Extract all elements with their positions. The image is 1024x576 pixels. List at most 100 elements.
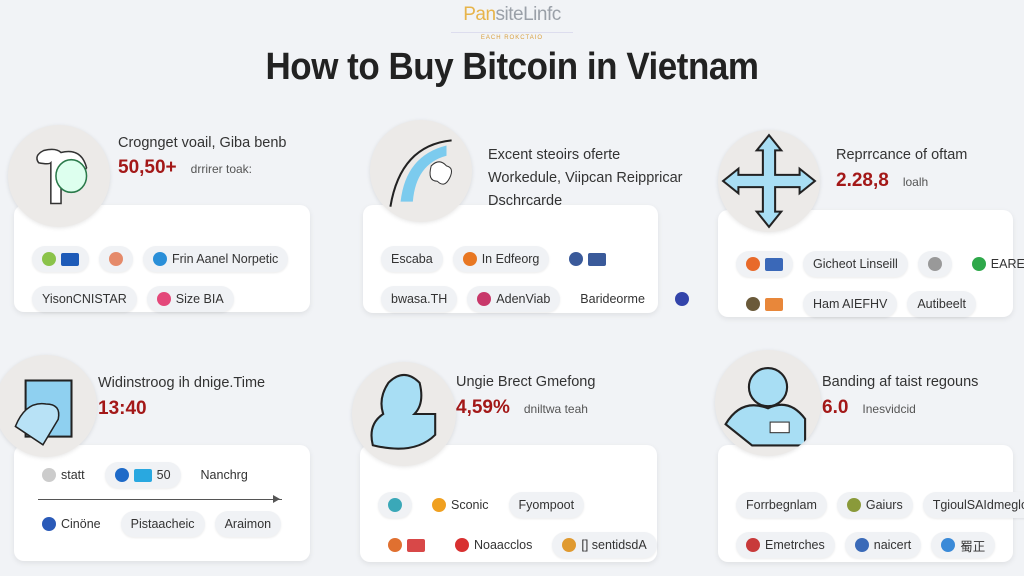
chip-label: Cinöne bbox=[61, 517, 101, 531]
chip-label: YisonCNISTAR bbox=[42, 292, 127, 306]
chip[interactable]: Nanchrg bbox=[191, 462, 258, 488]
chip[interactable]: Gicheot Linseill bbox=[803, 251, 908, 277]
chip[interactable]: Autibeelt bbox=[907, 291, 976, 317]
chip[interactable] bbox=[665, 286, 699, 312]
chip-row: Sconic Fyompoot bbox=[378, 489, 639, 521]
chip[interactable]: bwasa.TH bbox=[381, 286, 458, 312]
chip-logo-icon bbox=[562, 538, 577, 552]
chip-logo-icon bbox=[432, 498, 446, 512]
chip-logo-icon bbox=[42, 252, 56, 266]
logo-name-a: Pan bbox=[463, 4, 496, 25]
logo-tagline: EACH ROKCTAIO bbox=[450, 32, 574, 41]
chip[interactable]: Frin Aanel Norpetic bbox=[143, 246, 289, 272]
page-title: How to Buy Bitcoin in Vietnam bbox=[265, 46, 759, 88]
chip-logo-icon bbox=[971, 257, 986, 271]
chip-label: Ham AIEFHV bbox=[813, 297, 888, 311]
chip-row: Gicheot Linseill EARER bbox=[736, 248, 1024, 280]
chip[interactable]: In Edfeorg bbox=[452, 246, 550, 272]
chip-logo-icon bbox=[765, 257, 783, 271]
chip[interactable] bbox=[559, 246, 616, 272]
chip-label: Frin Aanel Norpetic bbox=[172, 252, 279, 266]
chip[interactable]: YisonCNISTAR bbox=[32, 286, 137, 312]
chip[interactable]: [] sentidsdA bbox=[552, 532, 657, 558]
chip-label: Sconic bbox=[451, 498, 489, 512]
chip-label: Barideorme bbox=[580, 292, 645, 306]
card-title-line: Workedule, Viipcan Reippricar bbox=[488, 170, 683, 186]
card-title: Ungie Brect Gmefong bbox=[456, 371, 595, 394]
chip-logo-icon bbox=[854, 538, 869, 552]
chip-logo-icon bbox=[746, 538, 760, 552]
card-panel: Escaba In Edfeorg bwasa.TH AdenViab Barideor… bbox=[363, 205, 689, 313]
chip-logo-icon bbox=[746, 257, 760, 271]
chip-logo-icon bbox=[114, 468, 129, 482]
chip-logo-icon bbox=[109, 252, 123, 266]
chip-label: Fyompoot bbox=[518, 498, 575, 512]
chip-logo-icon bbox=[133, 468, 152, 482]
chip[interactable] bbox=[917, 251, 952, 277]
chip-logo-icon bbox=[61, 252, 79, 266]
chip-logo-icon bbox=[765, 297, 783, 311]
person-icon bbox=[352, 362, 456, 466]
chip-row: Cinöne Pistaacheic Araimon bbox=[32, 508, 292, 540]
value-number: 50,50+ bbox=[118, 157, 177, 178]
value-unit: loalh bbox=[902, 175, 929, 189]
chip[interactable]: Size BIA bbox=[146, 286, 234, 312]
tablet-icon bbox=[0, 355, 97, 457]
chip-label: Nanchrg bbox=[200, 468, 248, 482]
arrow-right-icon bbox=[38, 495, 282, 503]
chip[interactable] bbox=[736, 251, 793, 277]
chip-logo-icon bbox=[455, 538, 469, 552]
chip[interactable]: 50 bbox=[104, 462, 181, 488]
chip-label: Gicheot Linseill bbox=[813, 257, 898, 271]
logo-name-b: siteLinfc bbox=[495, 4, 562, 25]
chip[interactable]: statt bbox=[32, 462, 95, 488]
chip[interactable]: EARER bbox=[962, 251, 1024, 277]
chip[interactable]: Forrbegnlam bbox=[736, 492, 827, 518]
card-title-line: Banding af taist regouns bbox=[822, 374, 979, 390]
chip[interactable]: AdenViab bbox=[467, 286, 561, 312]
chip[interactable]: Ham AIEFHV bbox=[803, 291, 898, 317]
chip-logo-icon bbox=[941, 538, 956, 552]
chip[interactable]: 蜀正 bbox=[931, 532, 996, 558]
group-icon bbox=[715, 350, 821, 456]
chip-label: Araimon bbox=[224, 517, 272, 531]
chip[interactable] bbox=[99, 246, 133, 272]
chip[interactable] bbox=[378, 492, 412, 518]
chip[interactable]: Noaacclos bbox=[445, 532, 542, 558]
chip[interactable]: naicert bbox=[844, 532, 922, 558]
chip-label: Noaacclos bbox=[474, 538, 533, 552]
card-title: Reprrcance of oftam bbox=[836, 144, 967, 167]
chip[interactable]: Emetrches bbox=[736, 532, 835, 558]
chip-logo-icon bbox=[42, 517, 56, 531]
bird-icon bbox=[8, 125, 110, 227]
chip[interactable]: Barideorme bbox=[570, 286, 655, 312]
chip-row: Ham AIEFHV Autibeelt bbox=[736, 288, 995, 320]
chip[interactable] bbox=[32, 246, 89, 272]
chip[interactable]: Cinöne bbox=[32, 511, 111, 537]
chip[interactable]: Fyompoot bbox=[508, 492, 585, 518]
chip[interactable]: TgioulSAIdmeglorg bbox=[922, 492, 1024, 518]
value-number: 13:40 bbox=[98, 398, 147, 419]
chip-logo-icon bbox=[388, 498, 402, 512]
value-unit: drrirer toak: bbox=[190, 162, 253, 176]
chip[interactable]: Escaba bbox=[381, 246, 443, 272]
card-value: 13:40 bbox=[98, 398, 147, 420]
value-number: 4,59% bbox=[456, 397, 510, 418]
chip[interactable]: Sconic bbox=[422, 492, 499, 518]
chip[interactable]: Gaiurs bbox=[836, 492, 913, 518]
chip[interactable]: Pistaacheic bbox=[120, 511, 205, 537]
chip[interactable]: Araimon bbox=[214, 511, 282, 537]
chip-label: naicert bbox=[873, 538, 912, 552]
chip-label: Emetrches bbox=[765, 538, 825, 552]
chip[interactable] bbox=[378, 532, 435, 558]
chip-label: TgioulSAIdmeglorg bbox=[932, 498, 1024, 512]
chip-label: Gaiurs bbox=[865, 498, 903, 512]
chip-logo-icon bbox=[477, 292, 492, 306]
chip-row: Frin Aanel Norpetic bbox=[32, 243, 292, 275]
chip[interactable] bbox=[736, 291, 793, 317]
